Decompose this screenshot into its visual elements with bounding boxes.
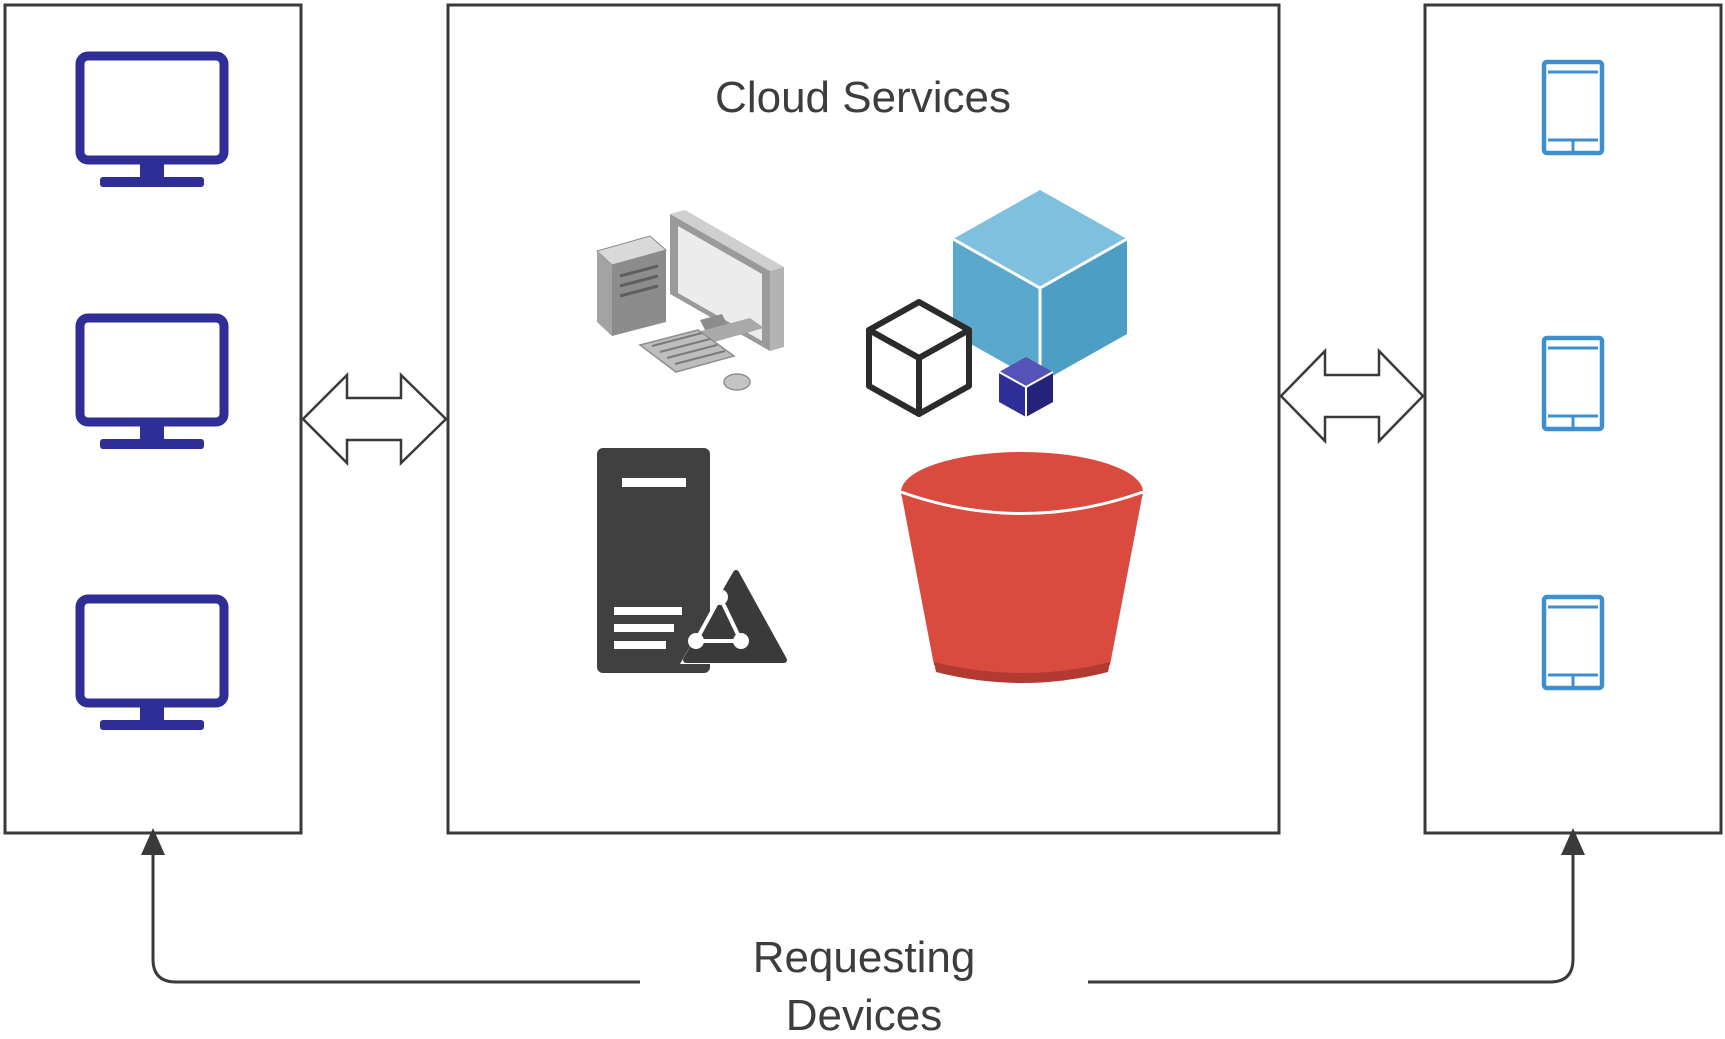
desktop-monitor-icon — [75, 594, 229, 730]
storage-bucket-icon — [900, 452, 1144, 683]
tablet-icon — [1541, 59, 1605, 156]
cloud-services-box — [446, 3, 1281, 835]
cloud-services-title: Cloud Services — [715, 73, 1011, 122]
server-network-icon — [597, 448, 789, 673]
requesting-connector-right — [1088, 828, 1585, 984]
requesting-connector-left — [141, 828, 640, 984]
tablet-icon — [1541, 594, 1605, 691]
cubes-icon — [866, 190, 1128, 417]
cloud-services-panel: Cloud Services — [446, 3, 1281, 835]
right-bidirectional-arrow-icon — [1279, 347, 1425, 445]
requesting-devices-caption-line1: Requesting — [753, 933, 976, 982]
tablet-icon — [1541, 335, 1605, 432]
left-device-panel — [3, 3, 303, 835]
right-device-panel — [1423, 3, 1723, 835]
desktop-monitor-icon — [75, 51, 229, 187]
left-bidirectional-arrow-icon — [301, 371, 448, 467]
desktop-monitor-icon — [75, 313, 229, 449]
requesting-devices-caption-line2: Devices — [786, 991, 943, 1039]
workstation-computer-icon — [596, 210, 784, 391]
